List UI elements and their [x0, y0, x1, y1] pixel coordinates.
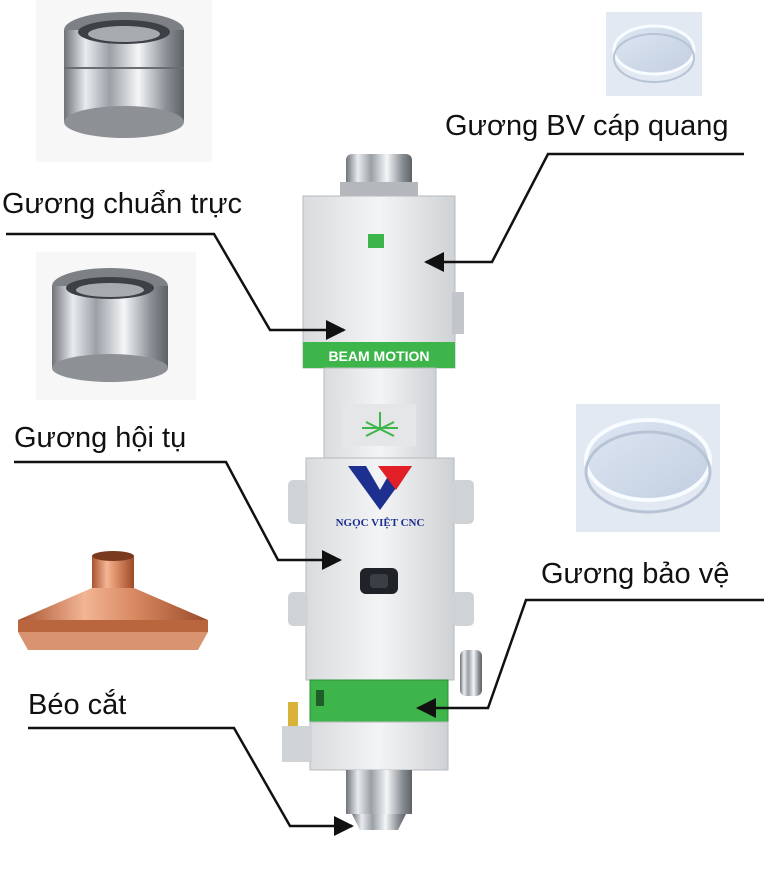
label-nozzle: Béo cắt — [28, 689, 127, 721]
nozzle-photo — [14, 546, 220, 676]
leader-lines — [6, 152, 764, 836]
collimator-holder-photo — [36, 0, 212, 162]
leader-focus — [14, 460, 342, 570]
brand-logo-text: NGỌC VIỆT CNC — [336, 516, 425, 529]
label-focus-lens: Gương hội tụ — [14, 422, 187, 454]
leader-collimator — [6, 232, 346, 340]
label-protective-window: Gương bảo vệ — [541, 558, 730, 590]
fiber-glass-photo — [606, 12, 702, 96]
leader-fiber — [424, 152, 744, 272]
leader-nozzle — [28, 726, 354, 836]
protective-glass-photo — [576, 404, 720, 532]
laser-head: BEAM MOTION NGỌC VIỆT CNC — [282, 154, 482, 830]
brand-icon — [368, 234, 384, 248]
label-fiber-mirror: Gương BV cáp quang — [445, 110, 729, 142]
focus-holder-photo — [36, 252, 196, 400]
green-band — [303, 342, 455, 368]
leader-protective — [416, 598, 764, 718]
label-collimator: Gương chuẩn trực — [2, 188, 243, 220]
band-label: BEAM MOTION — [328, 348, 429, 364]
